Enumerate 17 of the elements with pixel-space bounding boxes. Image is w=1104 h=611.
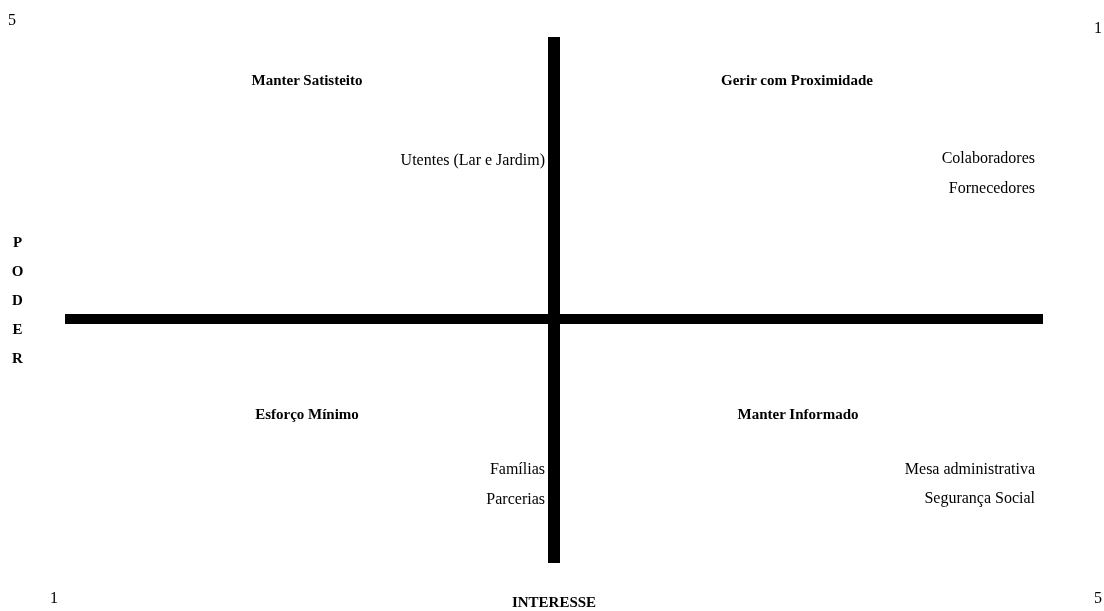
stakeholder-label: Parcerias (486, 489, 545, 509)
stakeholder-label: Segurança Social (924, 488, 1035, 508)
scale-number: 5 (8, 10, 16, 30)
stakeholder-label: Colaboradores (941, 148, 1035, 168)
stakeholder-label: Famílias (489, 459, 545, 479)
stakeholder-label: Utentes (Lar e Jardim) (400, 150, 545, 170)
stakeholder-label: Fornecedores (948, 178, 1035, 198)
scale-number: 1 (1094, 18, 1102, 38)
quadrant-title: Gerir com Proximidade (721, 71, 873, 90)
quadrant-title: Manter Satisteito (251, 71, 363, 90)
axis-title: INTERESSE (511, 593, 597, 611)
quadrant-title: Esforço Mínimo (255, 405, 359, 424)
scale-number: 1 (50, 588, 58, 608)
stakeholder-label: Mesa administrativa (904, 459, 1035, 479)
axis-title: PODER (10, 233, 25, 368)
scale-number: 5 (1094, 588, 1102, 608)
quadrant-title: Manter Informado (737, 405, 859, 424)
